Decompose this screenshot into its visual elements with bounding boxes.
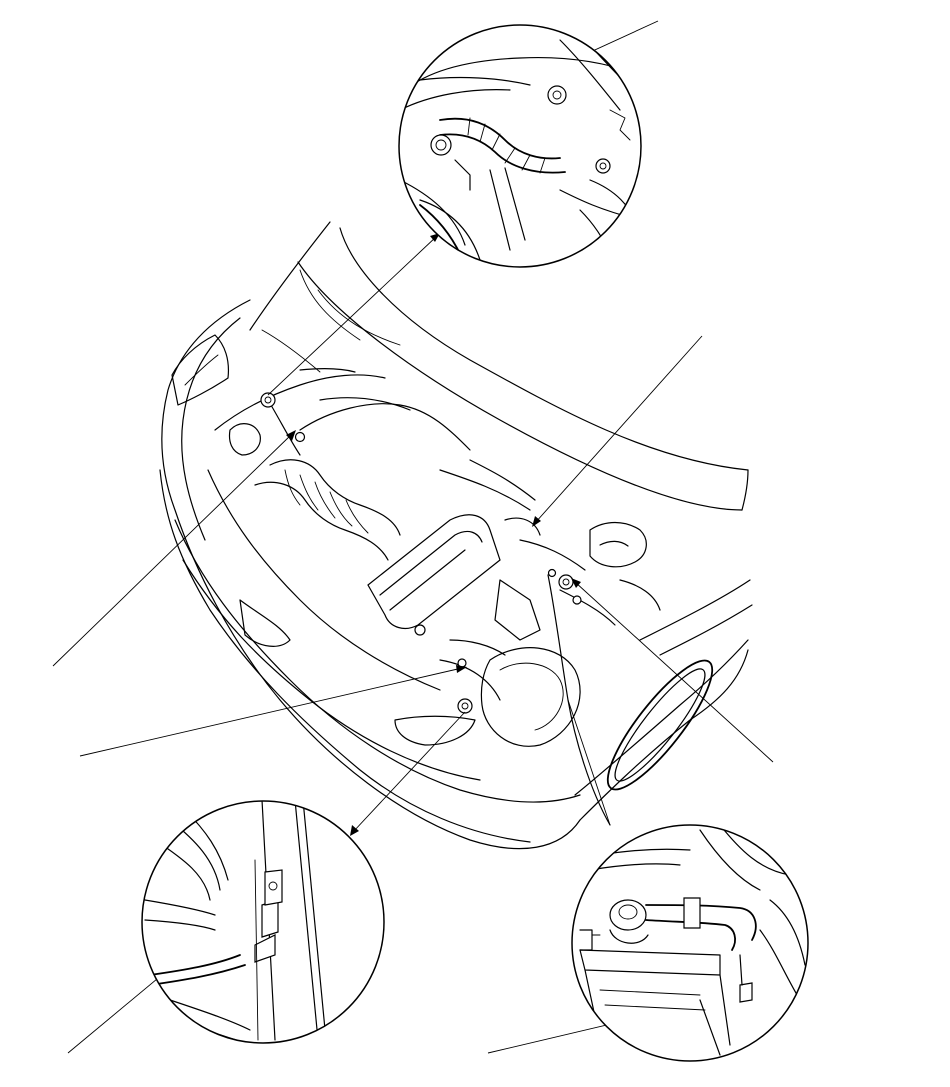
- ground-bolt-icon: [558, 574, 574, 590]
- ground-point-1: [260, 392, 276, 408]
- ground-bolt-icon: [294, 431, 306, 443]
- top-right-detail: [398, 24, 642, 268]
- ground-bolt-icon: [609, 899, 647, 931]
- connector-lines: [267, 233, 611, 836]
- ground-bolt-icon: [430, 134, 452, 156]
- bottom-right-detail: [571, 824, 809, 1062]
- bottom-left-detail: [141, 800, 385, 1044]
- ground-point-5: [457, 698, 473, 714]
- ground-point-3: [547, 568, 582, 605]
- ground-bolt-icon: [264, 869, 283, 906]
- vehicle-body: [159, 299, 753, 850]
- engine-compartment: [207, 368, 661, 826]
- ground-bolt-icon: [414, 624, 426, 636]
- ground-bolt-icon: [260, 392, 276, 408]
- vehicle-front-view: [159, 221, 753, 850]
- open-hood: [249, 221, 749, 511]
- ground-point-2: [294, 431, 306, 443]
- ground-point-4: [414, 624, 467, 668]
- ground-bolt-icon: [457, 698, 473, 714]
